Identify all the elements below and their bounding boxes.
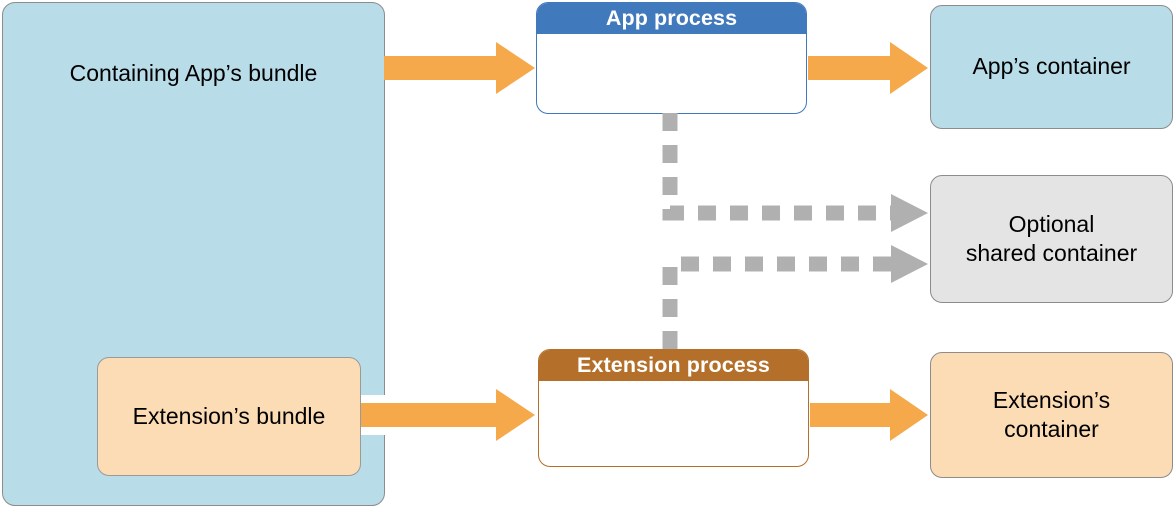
shared-container-label: Optional shared container [965,210,1138,266]
extension-container-box: Extension’s container [930,352,1173,478]
extension-process-header: Extension process [539,350,808,381]
shared-container-box: Optional shared container [930,175,1173,303]
arrow-app-process-to-app-container [808,42,928,94]
app-process-header: App process [537,3,806,34]
containing-app-bundle-label: Containing App’s bundle [69,60,318,86]
extension-bundle-label: Extension’s bundle [132,402,326,429]
extension-bundle-arrow-gap-mask [361,395,391,435]
extension-bundle-box: Extension’s bundle [97,357,361,476]
arrow-app-process-to-shared-container [662,113,928,232]
arrow-extension-process-to-shared-container [662,245,928,349]
arrow-containing-app-to-app-process [384,42,535,94]
app-container-box: App’s container [930,5,1173,129]
app-process-box: App process [536,2,807,114]
extension-process-box: Extension process [538,349,809,467]
extension-container-label: Extension’s container [992,386,1111,442]
app-container-label: App’s container [972,53,1131,80]
arrow-extension-process-to-extension-container [810,389,928,441]
